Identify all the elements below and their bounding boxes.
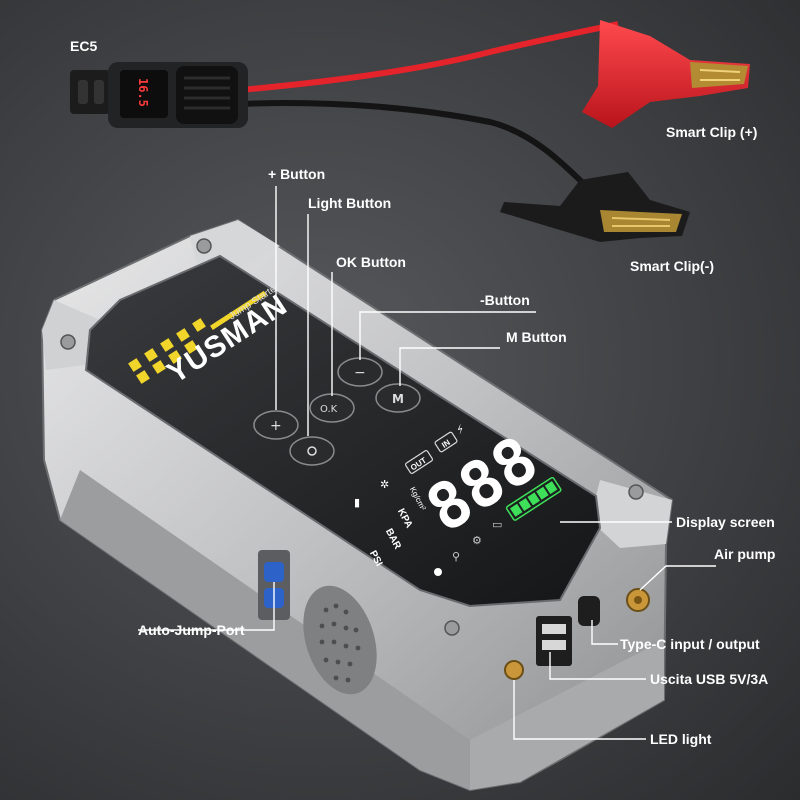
ok-key[interactable]: O.K: [309, 393, 355, 423]
type-c-port: [578, 596, 600, 626]
ec5-label: EC5: [70, 38, 98, 54]
m-key-glyph: M: [392, 392, 404, 406]
light-key[interactable]: [289, 436, 335, 466]
red-cable: [239, 21, 619, 93]
car-icon: ▭: [492, 518, 502, 531]
callout-lines: [138, 186, 716, 740]
battery-segment: [518, 498, 532, 512]
connector-readout: 16.5: [136, 78, 150, 107]
control-face: [86, 256, 600, 606]
type-c-label: Type-C input / output: [620, 636, 760, 652]
smart-clip-positive-label: Smart Clip (+): [666, 124, 758, 140]
battery-icon: ▮: [354, 496, 360, 509]
black-cable: [239, 99, 593, 193]
battery-level-bar: [505, 476, 562, 521]
led-light: [504, 660, 524, 680]
led-light-label: LED light: [650, 731, 712, 747]
sun-indicator-icon: ✲: [380, 478, 389, 491]
in-tag: IN: [440, 438, 452, 450]
light-button-label: Light Button: [308, 195, 392, 211]
display-screen-label: Display screen: [676, 514, 775, 530]
plus-key[interactable]: +: [253, 410, 299, 440]
ec5-connector: [70, 62, 248, 128]
minus-button-label: -Button: [480, 292, 530, 308]
m-button-label: M Button: [506, 329, 567, 345]
usb-label: Uscita USB 5V/3A: [650, 671, 769, 687]
battery-outline: [505, 476, 562, 521]
ok-button-label: OK Button: [336, 254, 406, 270]
motorcycle-icon: ⚙: [472, 534, 482, 547]
minus-key-glyph: −: [354, 365, 366, 381]
auto-jump-port-label: Auto-Jump-Port: [138, 622, 245, 638]
racing-stripe: [128, 290, 267, 384]
bicycle-icon: ⚲: [452, 550, 460, 563]
minus-key[interactable]: −: [337, 357, 383, 387]
battery-segment: [527, 492, 540, 506]
battery-segment: [536, 486, 549, 500]
sun-icon: [307, 446, 317, 456]
smart-clip-positive: [582, 20, 750, 128]
smart-clip-negative: [500, 172, 690, 242]
air-pump-label: Air pump: [714, 546, 776, 562]
status-dot: [434, 568, 442, 576]
plus-key-glyph: +: [270, 418, 282, 434]
plus-button-label: + Button: [268, 166, 326, 182]
ok-key-glyph: O.K: [320, 404, 338, 415]
battery-segment: [544, 481, 558, 495]
m-key[interactable]: M: [375, 383, 421, 413]
smart-clip-negative-label: Smart Clip(-): [630, 258, 714, 274]
battery-segment: [509, 503, 523, 517]
